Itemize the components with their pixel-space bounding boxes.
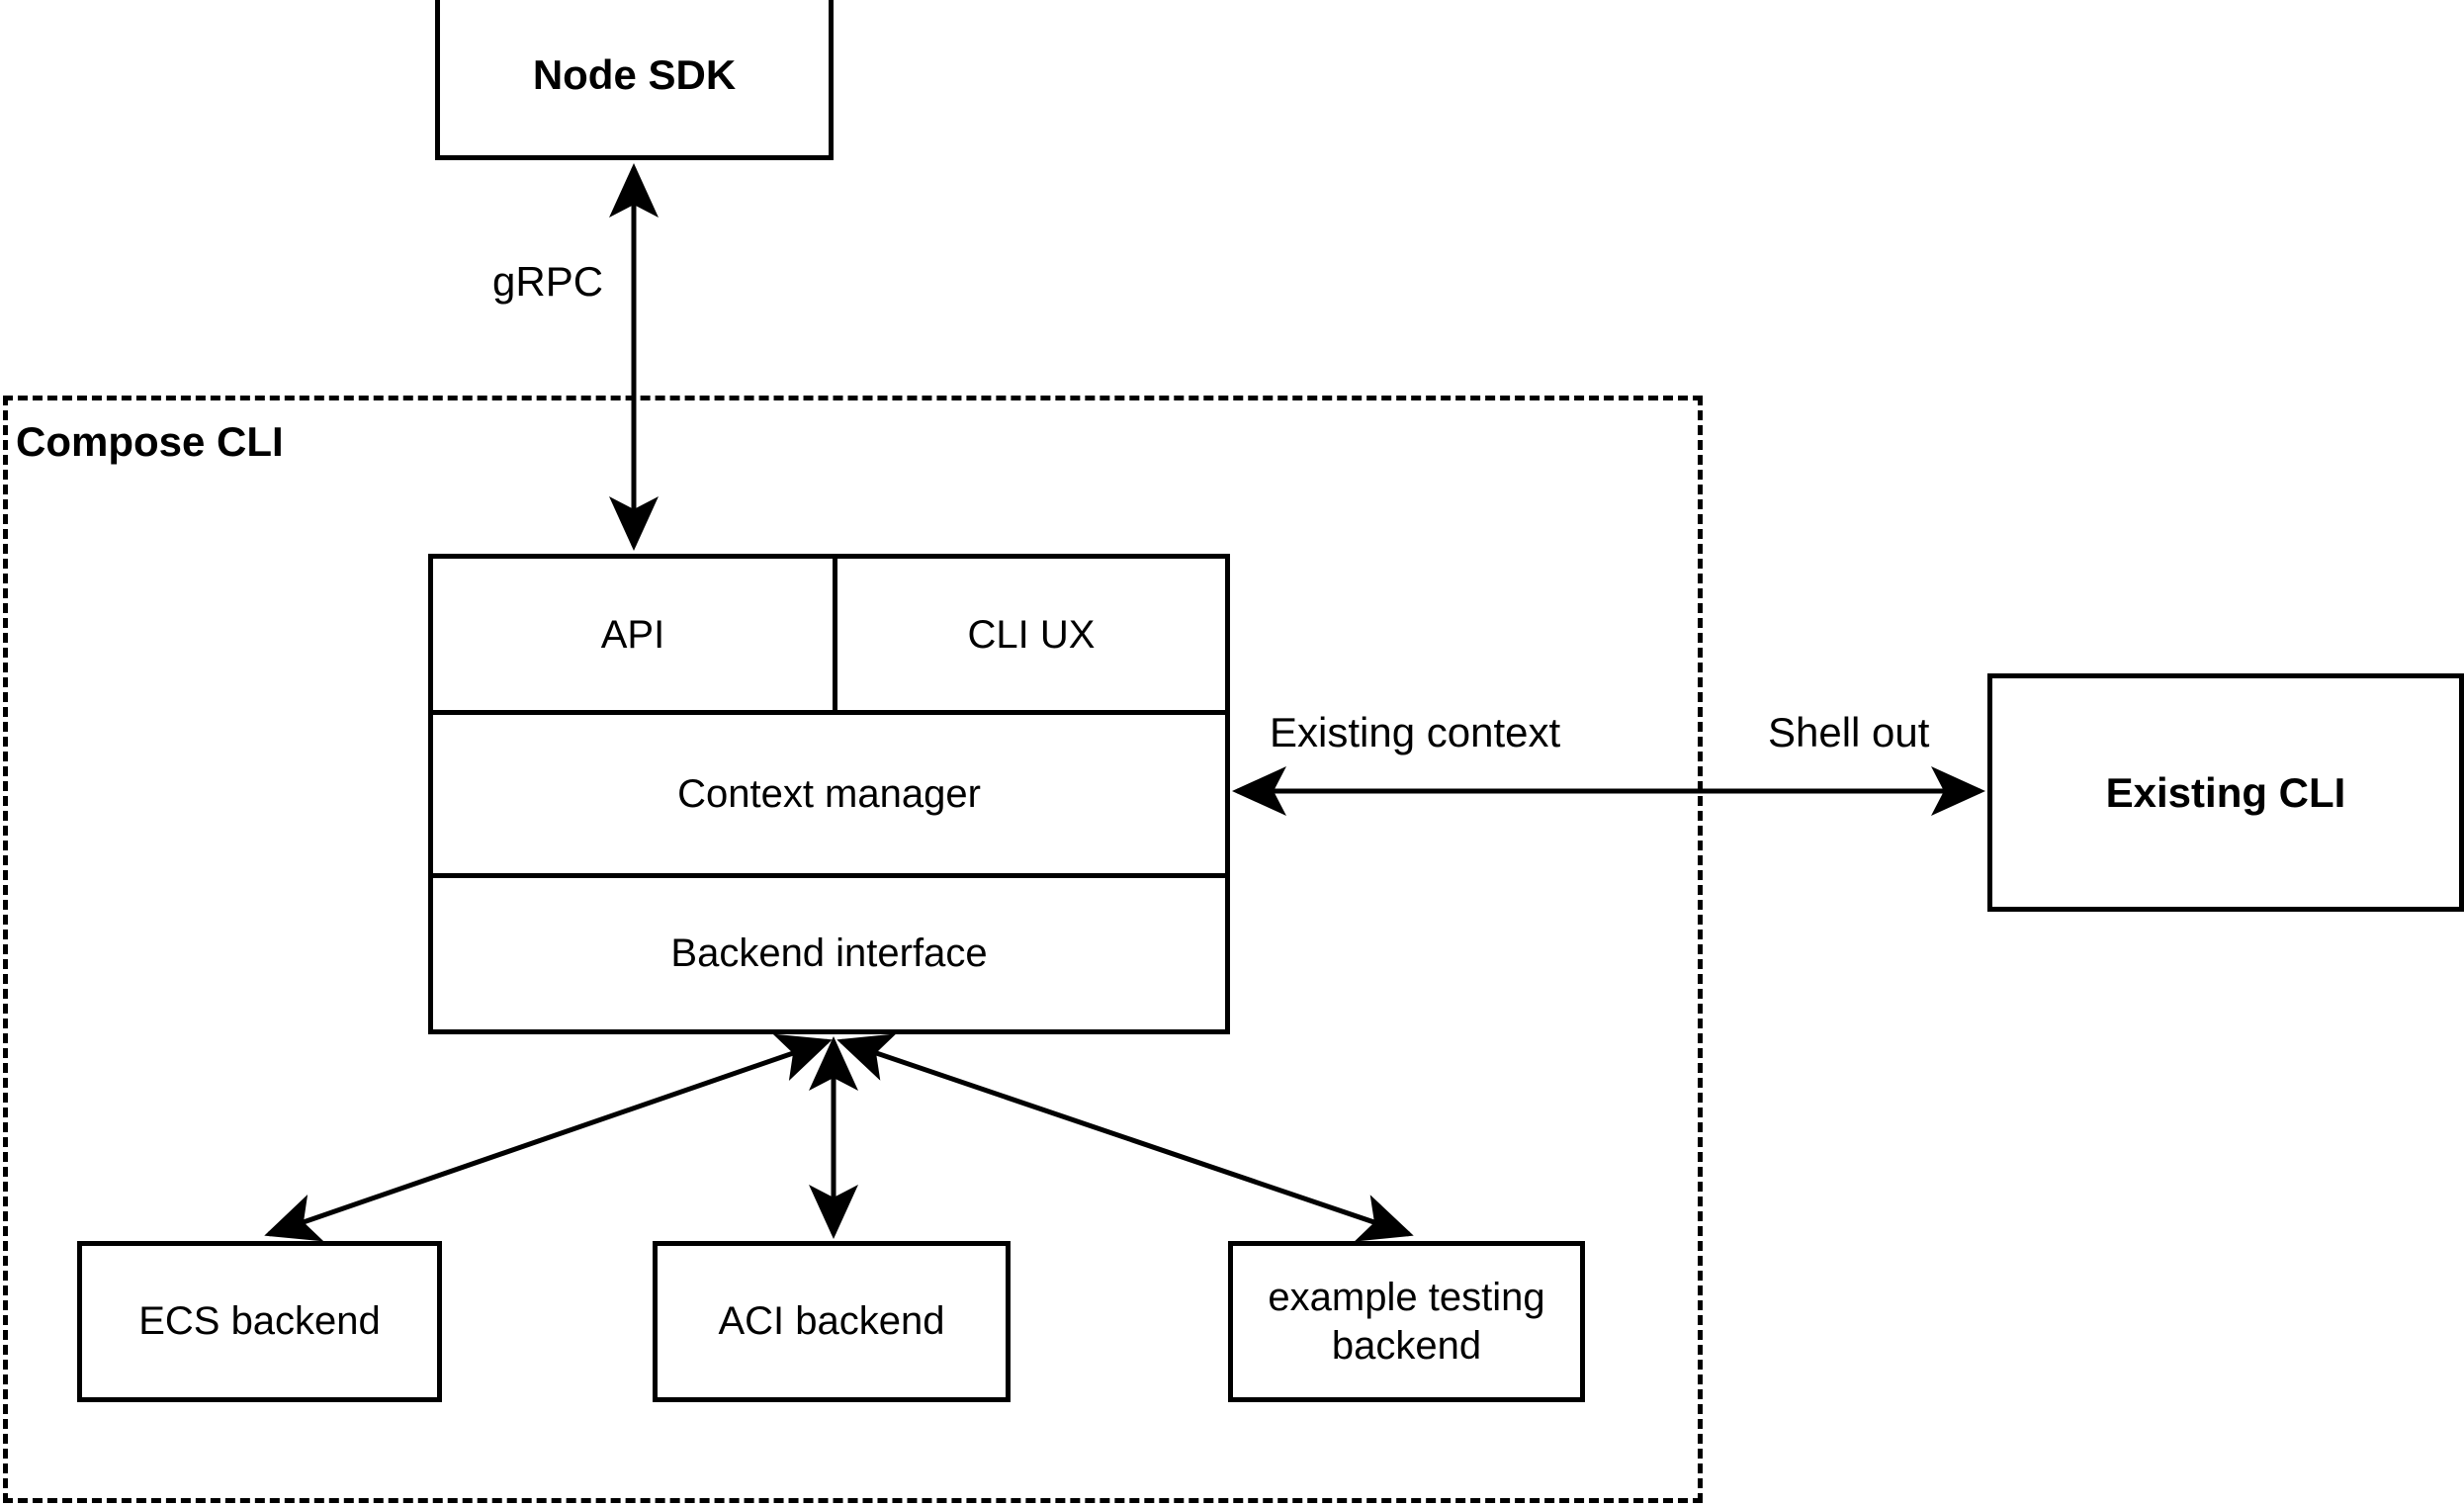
grpc-edge-label: gRPC bbox=[486, 259, 610, 305]
ecs-backend-box[interactable]: ECS backend bbox=[77, 1241, 442, 1402]
stack-divider-top bbox=[428, 710, 1230, 715]
stack-divider-bottom bbox=[428, 873, 1230, 878]
context-manager-label: Context manager bbox=[677, 771, 981, 816]
backend-ecs-arrow bbox=[264, 1033, 833, 1242]
cli-ux-cell[interactable]: CLI UX bbox=[837, 559, 1225, 712]
node-sdk-label: Node SDK bbox=[532, 51, 737, 99]
example-testing-backend-label-line1: example testing bbox=[1268, 1275, 1545, 1319]
api-label: API bbox=[600, 613, 665, 658]
shell-out-edge-label: Shell out bbox=[1762, 710, 1936, 755]
api-cell[interactable]: API bbox=[433, 559, 833, 712]
existing-cli-label: Existing CLI bbox=[2105, 768, 2346, 816]
api-cliux-divider bbox=[833, 554, 837, 712]
compose-cli-region bbox=[3, 396, 1703, 1503]
existing-context-edge-label: Existing context bbox=[1264, 710, 1567, 755]
compose-cli-region-label: Compose CLI bbox=[12, 419, 288, 465]
backend-interface-label: Backend interface bbox=[670, 931, 988, 976]
ecs-backend-label: ECS backend bbox=[138, 1299, 381, 1344]
example-testing-backend-box[interactable]: example testing backend bbox=[1228, 1241, 1585, 1402]
aci-backend-label: ACI backend bbox=[718, 1299, 945, 1344]
backend-interface-cell[interactable]: Backend interface bbox=[433, 878, 1225, 1029]
existing-cli-box[interactable]: Existing CLI bbox=[1987, 673, 2464, 912]
aci-backend-box[interactable]: ACI backend bbox=[653, 1241, 1011, 1402]
cli-ux-label: CLI UX bbox=[967, 613, 1096, 658]
example-testing-backend-label-line2: backend bbox=[1331, 1323, 1482, 1368]
node-sdk-box[interactable]: Node SDK bbox=[435, 0, 834, 160]
context-manager-cell[interactable]: Context manager bbox=[433, 715, 1225, 873]
backend-example-arrow bbox=[836, 1033, 1414, 1242]
